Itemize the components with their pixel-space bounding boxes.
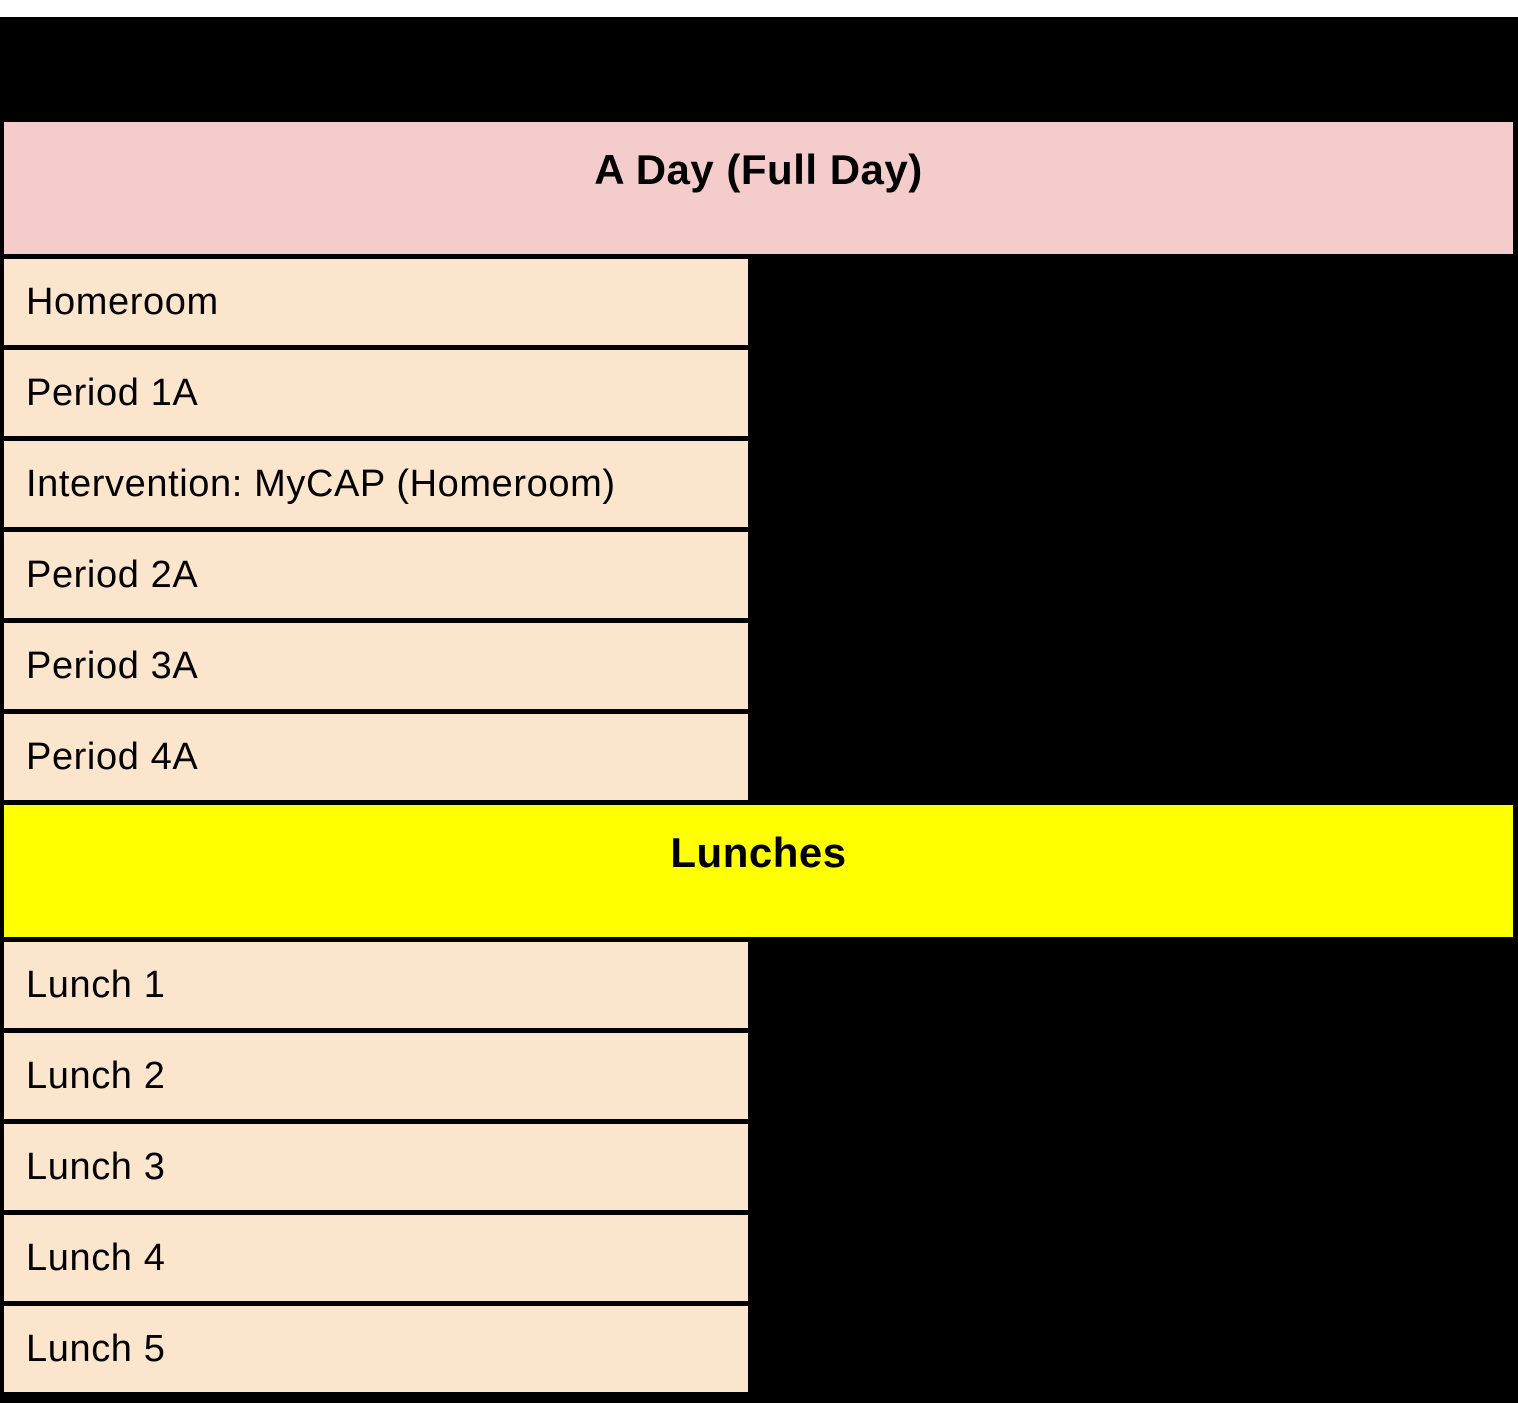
row-label: Lunch 5 bbox=[26, 1327, 166, 1370]
row-period-3a: Period 3A bbox=[4, 623, 748, 709]
row-homeroom: Homeroom bbox=[4, 259, 748, 345]
row-label: Intervention: MyCAP (Homeroom) bbox=[26, 462, 616, 505]
top-white-strip bbox=[0, 0, 1518, 17]
row-lunch-1: Lunch 1 bbox=[4, 942, 748, 1028]
row-label: Lunch 1 bbox=[26, 963, 166, 1006]
row-lunch-4: Lunch 4 bbox=[4, 1215, 748, 1301]
schedule-table: A Day (Full Day) Homeroom Period 1A Inte… bbox=[4, 122, 1513, 1397]
row-label: Lunch 3 bbox=[26, 1145, 166, 1188]
row-lunch-5: Lunch 5 bbox=[4, 1306, 748, 1392]
row-period-4a: Period 4A bbox=[4, 714, 748, 800]
row-label: Homeroom bbox=[26, 280, 219, 323]
row-label: Period 1A bbox=[26, 371, 199, 414]
row-period-2a: Period 2A bbox=[4, 532, 748, 618]
row-label: Lunch 2 bbox=[26, 1054, 166, 1097]
row-label: Period 4A bbox=[26, 735, 199, 778]
row-intervention-mycap: Intervention: MyCAP (Homeroom) bbox=[4, 441, 748, 527]
row-label: Lunch 4 bbox=[26, 1236, 166, 1279]
row-label: Period 3A bbox=[26, 644, 199, 687]
row-period-1a: Period 1A bbox=[4, 350, 748, 436]
row-lunch-3: Lunch 3 bbox=[4, 1124, 748, 1210]
lunches-header-label: Lunches bbox=[670, 829, 847, 876]
day-header-label: A Day (Full Day) bbox=[594, 146, 923, 193]
row-lunch-2: Lunch 2 bbox=[4, 1033, 748, 1119]
row-label: Period 2A bbox=[26, 553, 199, 596]
day-header: A Day (Full Day) bbox=[4, 122, 1513, 254]
lunches-header: Lunches bbox=[4, 805, 1513, 937]
